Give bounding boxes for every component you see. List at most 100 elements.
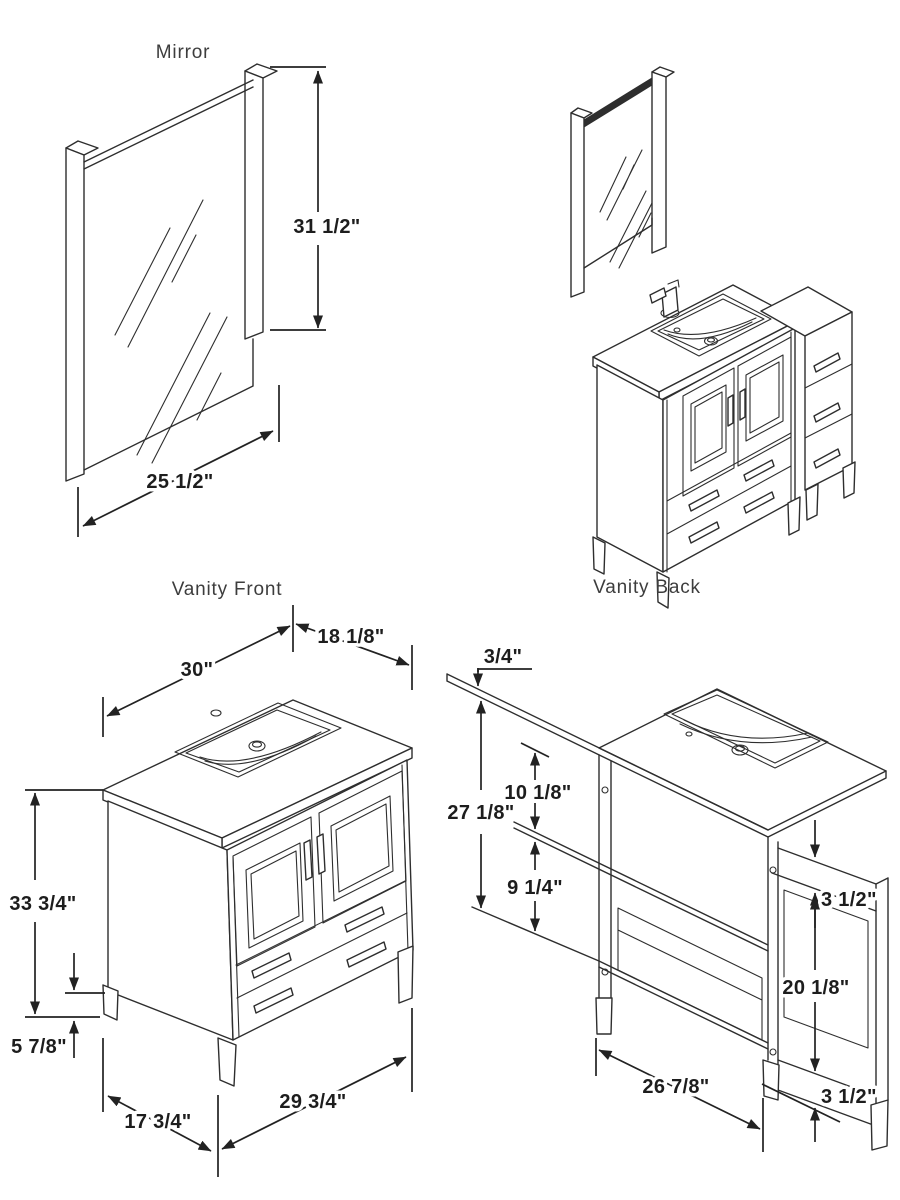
vanity-leg bbox=[217, 1037, 237, 1087]
front-leg-height-dimension: 5 7/8" bbox=[8, 953, 105, 1062]
bottom-shelf bbox=[471, 906, 769, 1050]
drawer-handle bbox=[253, 987, 294, 1014]
back-interior-height-label: 27 1/8" bbox=[447, 802, 514, 824]
panel-vanity-front: Vanity Front bbox=[6, 579, 414, 1177]
front-top-depth-dimension: 18 1/8" bbox=[295, 623, 413, 690]
door-handle bbox=[727, 394, 734, 427]
front-top-width-dimension: 30" bbox=[102, 605, 294, 737]
vanity-leg bbox=[595, 997, 613, 1035]
door-right-window bbox=[745, 354, 784, 442]
door-left bbox=[232, 816, 316, 967]
back-middle-section-dimension: 9 1/4" bbox=[504, 841, 566, 932]
back-upper-section-dimension: 10 1/8" bbox=[501, 742, 575, 830]
mirror-height-dimension: 31 1/2" bbox=[270, 66, 364, 331]
side-panel bbox=[771, 847, 889, 1127]
back-bottom-rail-dimension: 3 1/2" bbox=[761, 1083, 880, 1142]
back-upper-section-label: 10 1/8" bbox=[504, 782, 571, 804]
mirror-title: Mirror bbox=[156, 42, 210, 63]
mirror-reflections bbox=[114, 199, 228, 464]
drawer-box-back bbox=[617, 907, 763, 1041]
vanity-leg bbox=[592, 536, 606, 575]
sink-basin bbox=[663, 689, 829, 769]
front-top-depth-label: 18 1/8" bbox=[317, 626, 384, 648]
drawer-handle bbox=[813, 448, 841, 469]
cam-dot bbox=[601, 968, 609, 976]
vanity-leg bbox=[656, 571, 670, 609]
mirror-width-label: 25 1/2" bbox=[146, 471, 213, 493]
door-handle bbox=[303, 839, 313, 881]
front-top-width-label: 30" bbox=[181, 659, 214, 681]
mirror-width-dimension: 25 1/2" bbox=[77, 385, 280, 537]
back-side-opening-dimension: 20 1/8" bbox=[779, 896, 853, 1072]
assembled-vanity bbox=[592, 279, 801, 609]
drawer-handle bbox=[813, 402, 841, 423]
panel-assembled-view bbox=[570, 66, 856, 609]
drawer-handle bbox=[688, 521, 720, 544]
front-bottom-width-dimension: 29 3/4" bbox=[221, 1008, 413, 1150]
front-bottom-depth-label: 17 3/4" bbox=[124, 1111, 191, 1133]
back-bottom-rail-label: 3 1/2" bbox=[821, 1086, 877, 1108]
vanity-leg bbox=[870, 1099, 889, 1151]
door-right bbox=[318, 770, 407, 924]
door-right bbox=[737, 336, 792, 467]
door-left-window bbox=[690, 384, 727, 472]
vanity-back-title: Vanity Back bbox=[593, 577, 701, 598]
front-bottom-depth-dimension: 17 3/4" bbox=[102, 1038, 219, 1177]
faucet-icon bbox=[649, 279, 680, 319]
drawer-handle bbox=[346, 941, 387, 968]
cam-dot bbox=[769, 866, 777, 874]
sink-basin bbox=[650, 293, 772, 357]
door-handle bbox=[316, 833, 326, 875]
door-left-window bbox=[245, 842, 304, 949]
faucet-hole bbox=[210, 709, 222, 717]
door-handle bbox=[739, 388, 746, 421]
back-side-opening-label: 20 1/8" bbox=[782, 977, 849, 999]
vanity-left-panel bbox=[596, 364, 664, 573]
drawer-handle bbox=[743, 459, 775, 482]
back-interior-height-dimension: 27 1/8" bbox=[444, 700, 518, 909]
side-cabinet-leg bbox=[805, 483, 819, 521]
back-left-stile bbox=[598, 754, 612, 1005]
panel-mirror: Mirror 31 1/2" 25 1/2" bbox=[65, 42, 364, 537]
vanity-leg bbox=[102, 984, 119, 1021]
vanity-front-title: Vanity Front bbox=[172, 579, 283, 600]
vanity-leg bbox=[762, 1059, 780, 1101]
front-bottom-width-label: 29 3/4" bbox=[279, 1091, 346, 1113]
back-top-rail-dimension: 3 1/2" bbox=[810, 820, 880, 928]
back-counter-thickness-dimension: 3/4" bbox=[473, 643, 532, 687]
mirror-glass bbox=[83, 79, 254, 471]
faucet-hole bbox=[685, 731, 693, 737]
back-bottom-width-label: 26 7/8" bbox=[642, 1076, 709, 1098]
front-leg-height-label: 5 7/8" bbox=[11, 1036, 67, 1058]
back-middle-section-label: 9 1/4" bbox=[507, 877, 563, 899]
vanity-leg bbox=[787, 496, 801, 536]
back-top-rail-label: 3 1/2" bbox=[821, 889, 877, 911]
mirror-height-label: 31 1/2" bbox=[293, 216, 360, 238]
vanity-front-drawing bbox=[102, 699, 414, 1087]
front-height-dimension: 33 3/4" bbox=[6, 789, 103, 1018]
vanity-leg bbox=[397, 945, 414, 1004]
mirror-top-band bbox=[583, 77, 653, 128]
vanity-back-drawing bbox=[446, 673, 889, 1151]
mirror-drawing bbox=[65, 63, 278, 482]
side-cabinet-front bbox=[804, 311, 853, 491]
assembled-mirror bbox=[570, 66, 675, 298]
panel-vanity-back: Vanity Back bbox=[444, 577, 889, 1152]
front-height-label: 33 3/4" bbox=[9, 893, 76, 915]
door-right-window bbox=[330, 795, 394, 902]
back-bottom-width-dimension: 26 7/8" bbox=[595, 1038, 764, 1152]
middle-shelf bbox=[513, 821, 769, 952]
back-right-stile bbox=[767, 836, 779, 1066]
cam-dot bbox=[769, 1048, 777, 1056]
drawer-handle bbox=[251, 952, 292, 979]
countertop bbox=[598, 688, 887, 831]
assembled-side-cabinet bbox=[760, 286, 856, 521]
drawer-handle bbox=[743, 491, 775, 514]
back-counter-thickness-label: 3/4" bbox=[484, 646, 523, 668]
mirror-reflections bbox=[599, 149, 653, 269]
cam-dot bbox=[601, 786, 609, 794]
drawer-handle bbox=[344, 906, 385, 933]
drawer-handle bbox=[688, 489, 720, 512]
